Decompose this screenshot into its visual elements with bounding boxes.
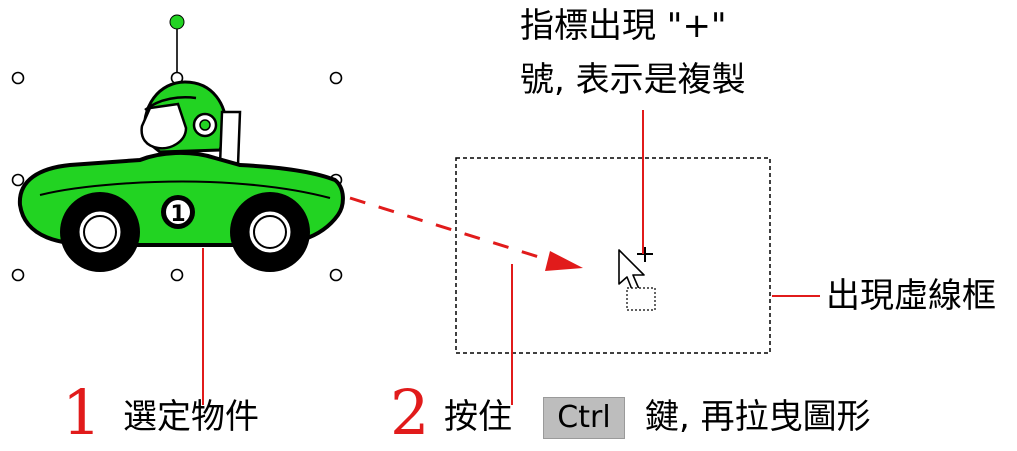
- step-2-text-after: 鍵, 再拉曳圖形: [645, 397, 871, 437]
- step-2-text-before: 按住: [444, 397, 512, 437]
- drag-arrowhead: [545, 251, 583, 271]
- drag-path-dashed: [349, 196, 556, 264]
- selection-handle-bottom-middle[interactable]: [170, 268, 184, 282]
- selection-handle-bottom-right[interactable]: [329, 268, 343, 282]
- callout-pointer-line-1: 指標出現 "+": [520, 6, 727, 46]
- copy-cursor-icon: [618, 247, 656, 311]
- selection-handle-top-left[interactable]: [11, 71, 25, 85]
- callout-dashed-frame: 出現虛線框: [826, 276, 996, 316]
- dashed-copy-frame: [455, 157, 771, 354]
- step-1-text: 選定物件: [123, 397, 259, 437]
- rotation-handle[interactable]: [169, 14, 185, 30]
- selection-handle-middle-left[interactable]: [11, 173, 25, 187]
- step-1-number: 1: [62, 376, 102, 449]
- callout-pointer-line-2: 號, 表示是複製: [520, 60, 746, 100]
- ctrl-key: Ctrl: [543, 397, 625, 439]
- selection-handle-bottom-left[interactable]: [11, 268, 25, 282]
- selection-handle-top-right[interactable]: [329, 71, 343, 85]
- race-car-clipart[interactable]: [17, 80, 345, 272]
- car-number: 1: [170, 202, 185, 227]
- step-2-number: 2: [390, 376, 430, 449]
